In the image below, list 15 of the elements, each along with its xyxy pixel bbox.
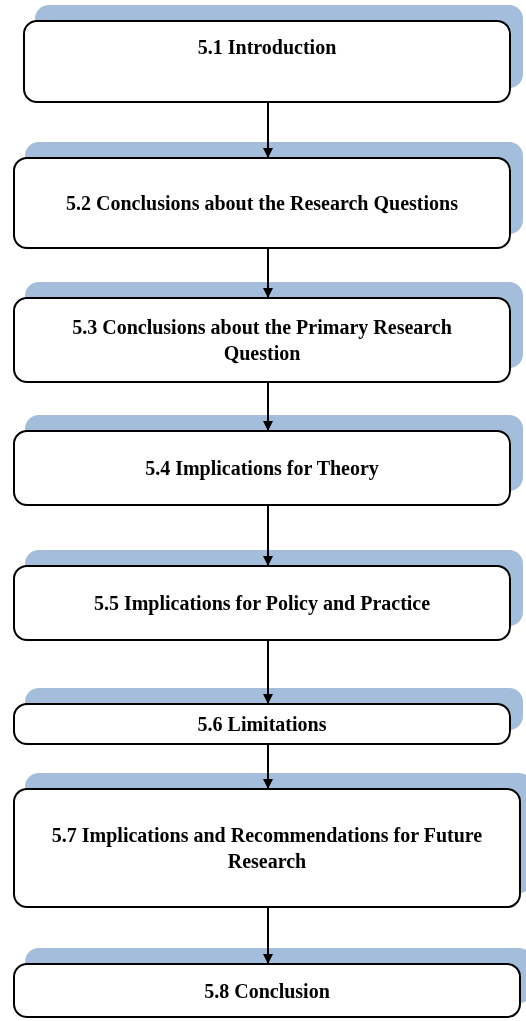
arrow [263,505,273,566]
arrow [263,382,273,431]
arrow [263,744,273,789]
arrow [263,907,273,964]
arrow [263,248,273,298]
arrow [263,640,273,704]
section-title: 5.4 Implications for Theory [145,456,379,481]
section-title: 5.8 Conclusion [204,978,330,1004]
section-title: 5.5 Implications for Policy and Practice [93,591,431,616]
section-title: 5.3 Conclusions about the Primary Research Question [71,315,453,366]
section-title: 5.2 Conclusions about the Research Questions [66,191,458,216]
section-title: 5.1 Introduction [197,35,337,60]
section-title: 5.7 Implications and Recommendations for Future Research [50,823,484,874]
arrow [263,102,273,158]
section-title: 5.6 Limitations [197,712,327,737]
